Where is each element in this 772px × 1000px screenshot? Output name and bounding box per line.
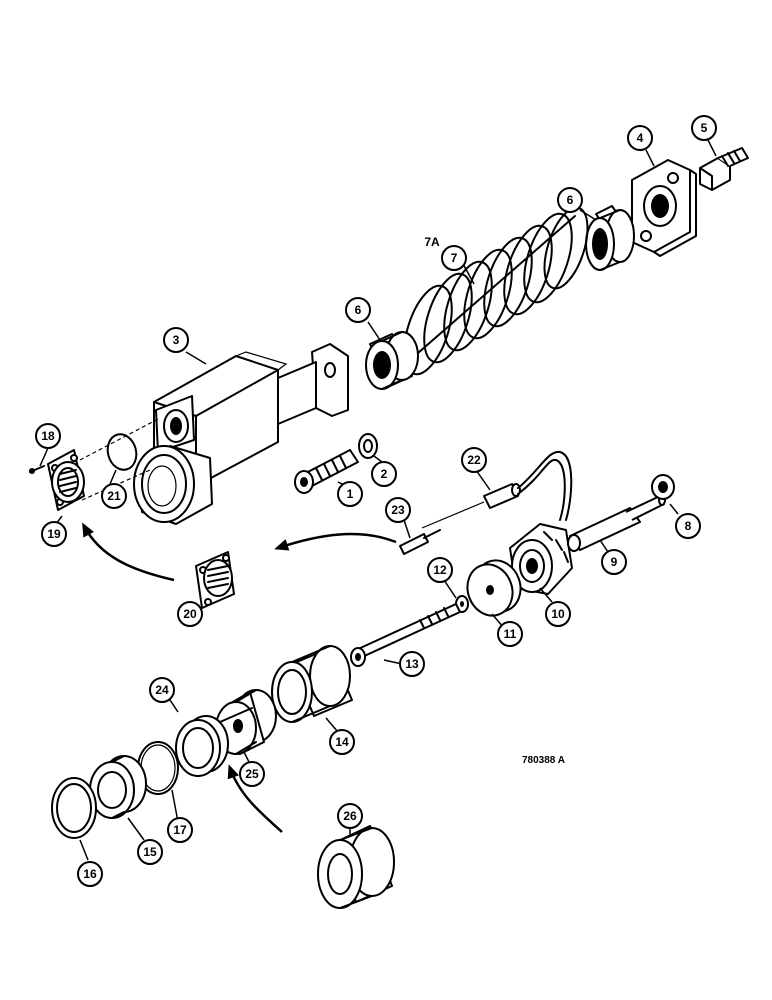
part-15-end-cap	[89, 755, 147, 819]
callout-16: 16	[77, 861, 103, 887]
part-8-nut	[651, 474, 675, 500]
svg-text:16: 16	[83, 867, 97, 881]
svg-text:23: 23	[391, 503, 405, 517]
svg-text:21: 21	[107, 489, 121, 503]
arrow-20-to-19	[82, 522, 175, 582]
arrow-26-to-25	[227, 764, 283, 833]
svg-text:6: 6	[355, 303, 362, 317]
part-11-disc	[466, 559, 522, 617]
callout-7: 7	[441, 245, 467, 271]
callout-21: 21	[101, 483, 127, 509]
part-4-flange	[631, 159, 697, 257]
part-26-piston-alt	[317, 825, 395, 909]
callout-2: 2	[371, 461, 397, 487]
svg-text:3: 3	[173, 333, 180, 347]
part-24-ring	[175, 715, 229, 777]
svg-text:5: 5	[701, 121, 708, 135]
part-7-spring	[403, 206, 589, 376]
callout-9: 9	[601, 549, 627, 575]
svg-text:18: 18	[41, 429, 55, 443]
part-16-ring	[51, 777, 97, 839]
svg-text:13: 13	[405, 657, 419, 671]
svg-text:22: 22	[467, 453, 481, 467]
part-23-terminal	[399, 529, 441, 555]
callout-10: 10	[545, 601, 571, 627]
reference-code: 780388 A	[522, 755, 565, 766]
svg-text:26: 26	[343, 809, 357, 823]
svg-text:6: 6	[567, 193, 574, 207]
callout-15: 15	[137, 839, 163, 865]
callout-24: 24	[149, 677, 175, 703]
svg-text:12: 12	[433, 563, 447, 577]
svg-text:17: 17	[173, 823, 187, 837]
svg-text:24: 24	[155, 683, 169, 697]
callout-4: 4	[627, 125, 653, 151]
callout-26: 26	[337, 803, 363, 829]
svg-text:15: 15	[143, 845, 157, 859]
part-18-screw	[29, 465, 45, 474]
svg-text:8: 8	[685, 519, 692, 533]
svg-text:20: 20	[183, 607, 197, 621]
callout-25: 25	[239, 761, 265, 787]
part-1-cap-screw	[294, 449, 359, 494]
svg-text:14: 14	[335, 735, 349, 749]
part-9-shaft	[567, 494, 666, 552]
svg-text:2: 2	[381, 467, 388, 481]
part-20-connector-alt	[195, 551, 235, 609]
arrow-23-to-20	[274, 532, 397, 551]
callout-3: 3	[163, 327, 189, 353]
part-10-sensor	[509, 523, 573, 595]
callout-1: 1	[337, 481, 363, 507]
svg-text:10: 10	[551, 607, 565, 621]
callout-6-left: 6	[345, 297, 371, 323]
callout-11: 11	[497, 621, 523, 647]
part-22-sleeve	[421, 450, 573, 529]
svg-text:4: 4	[637, 131, 644, 145]
svg-text:11: 11	[504, 627, 517, 641]
callout-14: 14	[329, 729, 355, 755]
callout-17: 17	[167, 817, 193, 843]
callout-22: 22	[461, 447, 487, 473]
callout-8: 8	[675, 513, 701, 539]
part-2-washer	[358, 433, 378, 459]
callout-13: 13	[399, 651, 425, 677]
callout-6-right: 6	[557, 187, 583, 213]
svg-text:19: 19	[47, 527, 61, 541]
callout-12: 12	[427, 557, 453, 583]
part-14-sleeve	[271, 645, 353, 723]
part-13-long-bolt	[350, 603, 461, 667]
svg-text:9: 9	[611, 555, 618, 569]
part-6-bushing-right	[585, 205, 635, 271]
callout-5: 5	[691, 115, 717, 141]
svg-text:1: 1	[347, 487, 354, 501]
callout-23: 23	[385, 497, 411, 523]
part-5-fitting	[699, 147, 749, 191]
svg-text:7A: 7A	[424, 235, 440, 249]
part-25-piston	[215, 689, 277, 755]
callout-19: 19	[41, 521, 67, 547]
svg-text:25: 25	[245, 767, 259, 781]
callout-20: 20	[177, 601, 203, 627]
svg-text:7: 7	[451, 251, 458, 265]
part-21-o-ring	[106, 433, 138, 485]
callout-18: 18	[35, 423, 61, 449]
part-3-cylinder-housing	[133, 343, 349, 525]
part-6-bushing-left	[365, 331, 419, 390]
callout-7A: 7A	[424, 235, 440, 249]
